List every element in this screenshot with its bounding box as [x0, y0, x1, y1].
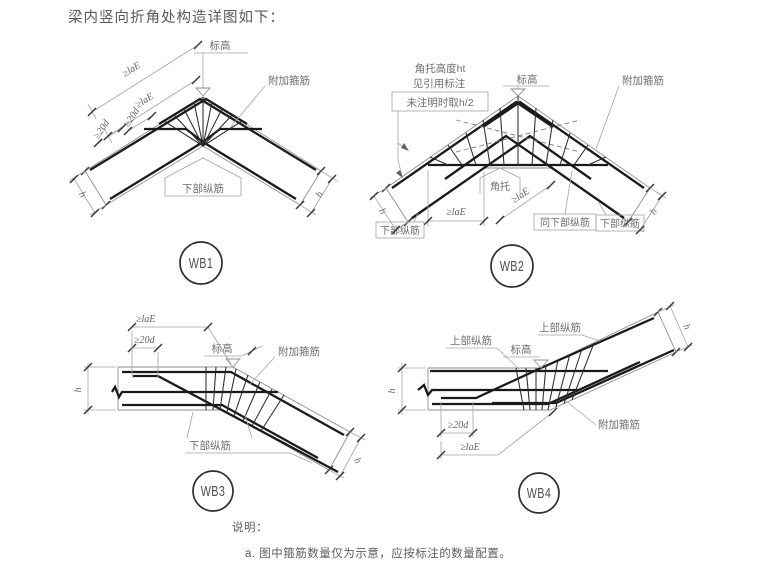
wb2-elevation-label: 标高	[517, 73, 538, 86]
wb2-lae-label-sloped: ≥laE	[509, 186, 531, 206]
wb3-bottom-bar-label: 下部纵筋	[189, 439, 231, 452]
wb1-rebar	[89, 97, 317, 200]
wb1-lae-label-1: ≥laE	[121, 60, 143, 80]
wb2-haunch-note-line3: 未注明时取h/2	[406, 96, 473, 109]
wb1-elevation-label: 标高	[210, 39, 231, 52]
wb2-rebar	[391, 100, 645, 219]
wb4-stirrup-fan	[515, 342, 595, 411]
wb4-lae-label: ≥laE	[460, 442, 479, 453]
wb1-height-dimensions: h h	[68, 170, 338, 218]
wb3-detail: 标高 附加箍筋 ≥laE ≥20d 下部纵筋	[73, 314, 366, 512]
wb2-haunch-note: 角托高度ht 见引用标注 未注明时取h/2	[391, 62, 489, 178]
wb2-haunch-note-line1: 角托高度ht	[415, 62, 466, 75]
wb3-bottom-bar-callout: 下部纵筋	[185, 411, 313, 464]
wb3-tag: WB3	[201, 482, 225, 499]
wb2-haunch-callout: 角托	[479, 167, 521, 194]
wb2-haunch-label: 角托	[490, 180, 510, 193]
wb1-tag: WB1	[189, 254, 213, 271]
wb2-detail: 标高 角托高度ht 见引用标注 未注明时取h/2 附加箍筋 角托 ≥laE	[369, 62, 667, 288]
wb4-top-bar-callouts: 上部纵筋 上部纵筋	[446, 321, 601, 370]
wb3-elevation-mark: 标高	[204, 342, 263, 368]
wb4-anchorage-dimensions: ≥20d ≥laE	[436, 402, 558, 460]
wb2-h-left: h	[376, 207, 388, 217]
notes-item-a: a. 图中箍筋数量仅为示意，应按标注的数量配置。	[245, 546, 511, 560]
wb1-stirrup-callout: 附加箍筋	[229, 74, 310, 129]
wb3-stirrup-callout: 附加箍筋	[249, 345, 320, 385]
notes-heading: 说明：	[232, 520, 268, 534]
wb2-bottom-bar-callouts: 同下部纵筋 下部纵筋 下部纵筋	[375, 170, 645, 239]
wb4-stirrup-callout: 附加箍筋	[565, 400, 640, 431]
wb2-stirrup-fan	[429, 96, 607, 166]
wb1-added-stirrup-label: 附加箍筋	[268, 74, 310, 87]
wb2-height-dimensions: h h	[369, 187, 667, 235]
wb2-elevation-mark: 标高	[503, 73, 549, 97]
wb3-h-right: h	[351, 456, 363, 466]
wb4-elevation-mark: 标高	[503, 343, 549, 369]
wb3-elevation-label: 标高	[212, 342, 233, 355]
wb2-haunch-note-line2: 见引用标注	[413, 77, 466, 90]
wb2-stirrup-callout: 附加箍筋	[595, 74, 664, 150]
wb1-detail: 标高 ≥laE ≥laE ≥20d ≥20d 附加箍筋	[68, 39, 338, 285]
wb1-bottom-bar-label: 下部纵筋	[182, 182, 224, 195]
wb4-top-bar-label-upper: 上部纵筋	[539, 321, 581, 334]
wb4-tag: WB4	[527, 484, 551, 501]
wb4-tag-bubble: WB4	[518, 472, 560, 514]
wb1-stirrup-fan	[163, 97, 243, 147]
wb4-height-dimensions: h h	[387, 301, 693, 415]
wb2-h-right: h	[648, 207, 660, 217]
wb4-added-stirrup-label: 附加箍筋	[598, 418, 640, 431]
wb2-same-bottom-bar-label: 同下部纵筋	[540, 216, 590, 229]
notes-block: 说明： a. 图中箍筋数量仅为示意，应按标注的数量配置。	[232, 520, 511, 560]
wb2-tag: WB2	[500, 257, 524, 274]
wb1-bottom-bar-callout: 下部纵筋	[164, 157, 242, 197]
wb4-detail: 标高 上部纵筋 上部纵筋 附加箍筋 ≥20d ≥laE	[387, 301, 693, 514]
wb1-anchorage-dimensions: ≥laE ≥laE ≥20d ≥20d	[87, 40, 203, 148]
wb4-h-left: h	[387, 389, 398, 394]
wb2-added-stirrup-label: 附加箍筋	[622, 74, 664, 87]
wb1-20d-label-1: ≥20d	[92, 117, 113, 141]
wb3-stirrup-fan	[205, 366, 285, 432]
wb4-top-bar-label-left: 上部纵筋	[450, 334, 492, 347]
wb4-rebar	[417, 316, 675, 406]
wb1-h-left: h	[76, 190, 88, 200]
wb3-height-dimensions: h h	[73, 362, 366, 481]
wb4-h-right: h	[680, 322, 692, 331]
wb3-h-left: h	[73, 388, 84, 393]
wb3-20d-label: ≥20d	[134, 335, 155, 346]
wb2-bottom-bar-label-left: 下部纵筋	[380, 224, 420, 237]
wb3-anchorage-dimensions: ≥laE ≥20d	[127, 314, 232, 378]
wb3-added-stirrup-label: 附加箍筋	[278, 345, 320, 358]
wb3-lae-label: ≥laE	[136, 314, 155, 325]
wb3-rebar	[111, 370, 345, 474]
wb1-tag-bubble: WB1	[179, 241, 223, 285]
wb2-anchorage-dimensions: ≥laE ≥laE	[423, 170, 556, 226]
wb1-h-right: h	[314, 190, 326, 200]
wb4-beam-outline	[427, 307, 681, 411]
wb2-bottom-bar-label-right: 下部纵筋	[600, 217, 640, 230]
wb4-elevation-label: 标高	[511, 343, 532, 356]
wb4-20d-label: ≥20d	[448, 420, 469, 431]
wb3-tag-bubble: WB3	[192, 470, 234, 512]
wb2-lae-label-horizontal: ≥laE	[446, 207, 465, 218]
wb1-elevation-mark: 标高	[194, 39, 248, 97]
wb2-tag-bubble: WB2	[490, 244, 534, 288]
page-title: 梁内竖向折角处构造详图如下：	[68, 9, 285, 26]
